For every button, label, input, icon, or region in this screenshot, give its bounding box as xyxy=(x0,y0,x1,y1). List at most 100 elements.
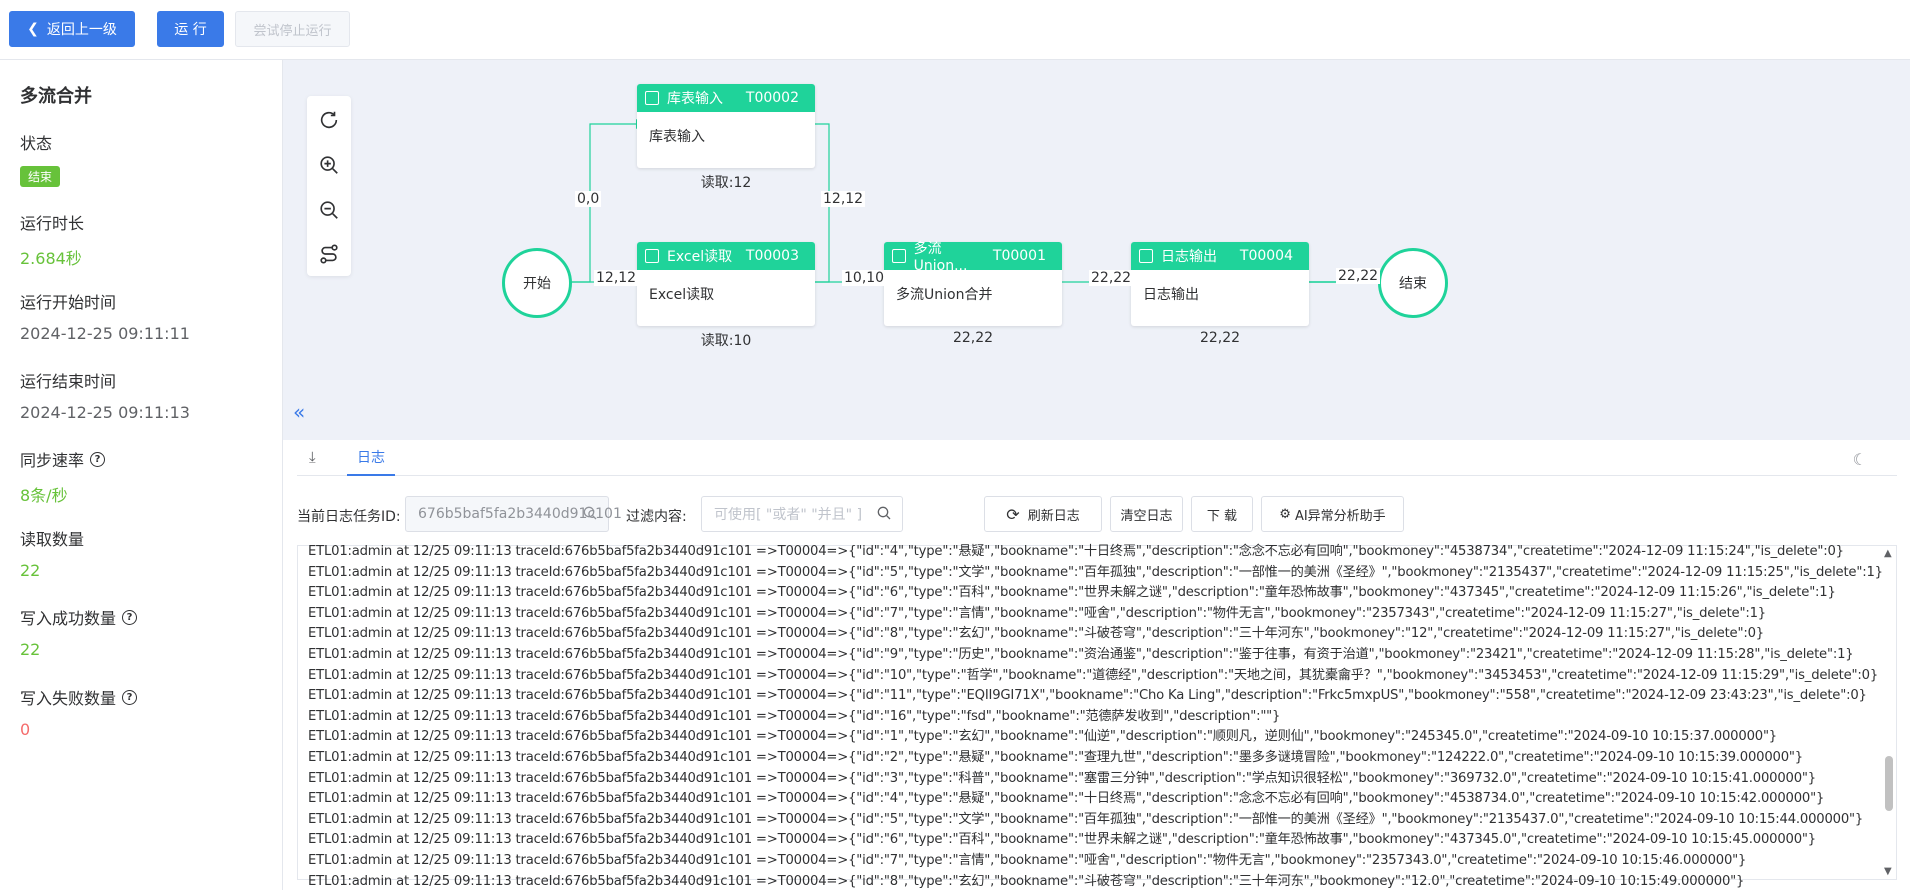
scroll-down-icon[interactable]: ▼ xyxy=(1884,866,1892,877)
sidebar-title: 多流合并 xyxy=(20,82,92,108)
help-icon[interactable]: ? xyxy=(90,452,105,467)
flow-node-log-output[interactable]: 日志输出 T00004 日志输出 xyxy=(1131,242,1309,326)
node-body: 库表输入 xyxy=(637,112,815,160)
table-input-icon xyxy=(645,91,659,105)
log-line: ETL01:admin at 12/25 09:11:13 traceId:67… xyxy=(298,872,1896,892)
ai-analysis-button[interactable]: ⚙ AI异常分析助手 xyxy=(1261,496,1404,532)
stop-run-button-label: 尝试停止运行 xyxy=(253,20,331,39)
clear-log-button[interactable]: 清空日志 xyxy=(1110,496,1183,532)
node-title: 日志输出 xyxy=(1161,246,1217,266)
refresh-icon: ⟳ xyxy=(1006,505,1019,524)
node-header: 日志输出 T00004 xyxy=(1131,242,1309,270)
search-icon[interactable] xyxy=(876,505,892,525)
node-header: Excel读取 T00003 xyxy=(637,242,815,270)
log-line: ETL01:admin at 12/25 09:11:13 traceId:67… xyxy=(298,830,1896,851)
log-line: ETL01:admin at 12/25 09:11:13 traceId:67… xyxy=(298,583,1896,604)
sync-rate-value: 8条/秒 xyxy=(20,482,68,506)
chevron-left-icon: ❮ xyxy=(27,21,39,37)
node-footer-stat: 22,22 xyxy=(884,330,1062,346)
flow-node-table-input[interactable]: 库表输入 T00002 库表输入 xyxy=(637,84,815,168)
log-tabs: ⤓ 日志 ☾ xyxy=(297,440,1897,476)
log-line: ETL01:admin at 12/25 09:11:13 traceId:67… xyxy=(298,707,1896,728)
log-line: ETL01:admin at 12/25 09:11:13 traceId:67… xyxy=(298,810,1896,831)
excel-icon xyxy=(645,249,659,263)
duration-label: 运行时长 xyxy=(20,210,84,234)
write-success-value: 22 xyxy=(20,640,40,659)
node-footer-stat: 读取:10 xyxy=(637,330,815,350)
log-lines: ETL01:admin at 12/25 09:11:13 traceId:67… xyxy=(298,542,1896,892)
node-id: T00003 xyxy=(746,248,799,264)
ai-analysis-label: AI异常分析助手 xyxy=(1295,505,1386,524)
node-id: T00002 xyxy=(746,90,799,106)
download-label: 下 载 xyxy=(1207,505,1237,524)
flow-end-node[interactable]: 结束 xyxy=(1378,248,1448,318)
scroll-up-icon[interactable]: ▲ xyxy=(1884,548,1892,559)
log-line: ETL01:admin at 12/25 09:11:13 traceId:67… xyxy=(298,563,1896,584)
run-button[interactable]: 运 行 xyxy=(157,11,224,47)
node-header: 多流Union... T00001 xyxy=(884,242,1062,270)
node-body: 多流Union合并 xyxy=(884,270,1062,318)
write-success-label-text: 写入成功数量 xyxy=(20,605,116,629)
status-badge: 结束 xyxy=(20,166,60,187)
download-button[interactable]: 下 载 xyxy=(1191,496,1253,532)
log-line: ETL01:admin at 12/25 09:11:13 traceId:67… xyxy=(298,851,1896,872)
node-title: 多流Union... xyxy=(914,238,993,274)
tab-log[interactable]: 日志 xyxy=(347,440,395,476)
end-time-value: 2024-12-25 09:11:13 xyxy=(20,403,190,422)
flow-start-node[interactable]: 开始 xyxy=(502,248,572,318)
log-line: ETL01:admin at 12/25 09:11:13 traceId:67… xyxy=(298,666,1896,687)
log-line: ETL01:admin at 12/25 09:11:13 traceId:67… xyxy=(298,542,1896,563)
scrollbar-thumb[interactable] xyxy=(1885,756,1893,811)
edge-label: 12,12 xyxy=(821,191,865,207)
log-output[interactable]: ETL01:admin at 12/25 09:11:13 traceId:67… xyxy=(297,545,1897,880)
log-scrollbar[interactable]: ▲ ▼ xyxy=(1882,546,1896,879)
filter-placeholder: 可使用[ "或者" "并且" ] xyxy=(714,504,862,524)
edge-label: 12,12 xyxy=(594,270,638,286)
clear-log-label: 清空日志 xyxy=(1120,505,1172,524)
edge-label: 10,10 xyxy=(842,270,886,286)
filter-label: 过滤内容: xyxy=(626,506,687,526)
node-footer-stat: 读取:12 xyxy=(637,172,815,192)
flow-node-excel-read[interactable]: Excel读取 T00003 Excel读取 xyxy=(637,242,815,326)
log-output-icon xyxy=(1139,249,1153,263)
stop-run-button[interactable]: 尝试停止运行 xyxy=(235,11,350,47)
moon-icon[interactable]: ☾ xyxy=(1853,450,1867,469)
log-line: ETL01:admin at 12/25 09:11:13 traceId:67… xyxy=(298,624,1896,645)
filter-input[interactable]: 可使用[ "或者" "并且" ] xyxy=(701,496,903,532)
search-icon[interactable] xyxy=(582,505,598,525)
back-button-label: 返回上一级 xyxy=(47,19,117,39)
top-toolbar: ❮ 返回上一级 运 行 尝试停止运行 xyxy=(0,0,1910,60)
write-success-label: 写入成功数量 ? xyxy=(20,605,137,629)
duration-value: 2.684秒 xyxy=(20,245,82,269)
back-button[interactable]: ❮ 返回上一级 xyxy=(9,11,135,47)
task-id-input[interactable]: 676b5baf5fa2b3440d91c101 xyxy=(405,496,609,532)
start-time-label: 运行开始时间 xyxy=(20,289,116,313)
node-footer-stat: 22,22 xyxy=(1131,330,1309,346)
write-fail-label: 写入失败数量 ? xyxy=(20,685,137,709)
edge-label: 22,22 xyxy=(1089,270,1133,286)
node-header: 库表输入 T00002 xyxy=(637,84,815,112)
log-line: ETL01:admin at 12/25 09:11:13 traceId:67… xyxy=(298,686,1896,707)
log-line: ETL01:admin at 12/25 09:11:13 traceId:67… xyxy=(298,748,1896,769)
flow-node-union-merge[interactable]: 多流Union... T00001 多流Union合并 xyxy=(884,242,1062,326)
log-line: ETL01:admin at 12/25 09:11:13 traceId:67… xyxy=(298,789,1896,810)
edge-label: 0,0 xyxy=(575,191,601,207)
log-line: ETL01:admin at 12/25 09:11:13 traceId:67… xyxy=(298,604,1896,625)
flow-canvas[interactable]: « 开始 库表输入 T00002 库表输入 读取:12 Excel读取 T000… xyxy=(283,60,1910,440)
help-icon[interactable]: ? xyxy=(122,690,137,705)
node-body: 日志输出 xyxy=(1131,270,1309,318)
download-icon[interactable]: ⤓ xyxy=(309,448,316,466)
node-id: T00004 xyxy=(1240,248,1293,264)
union-icon xyxy=(892,249,906,263)
write-fail-label-text: 写入失败数量 xyxy=(20,685,116,709)
log-line: ETL01:admin at 12/25 09:11:13 traceId:67… xyxy=(298,727,1896,748)
refresh-log-button[interactable]: ⟳ 刷新日志 xyxy=(984,496,1102,532)
write-fail-value: 0 xyxy=(20,720,30,739)
log-line: ETL01:admin at 12/25 09:11:13 traceId:67… xyxy=(298,769,1896,790)
node-id: T00001 xyxy=(993,248,1046,264)
end-time-label: 运行结束时间 xyxy=(20,368,116,392)
ai-assistant-icon: ⚙ xyxy=(1279,507,1291,522)
start-time-value: 2024-12-25 09:11:11 xyxy=(20,324,190,343)
help-icon[interactable]: ? xyxy=(122,610,137,625)
task-id-label: 当前日志任务ID: xyxy=(297,506,401,526)
